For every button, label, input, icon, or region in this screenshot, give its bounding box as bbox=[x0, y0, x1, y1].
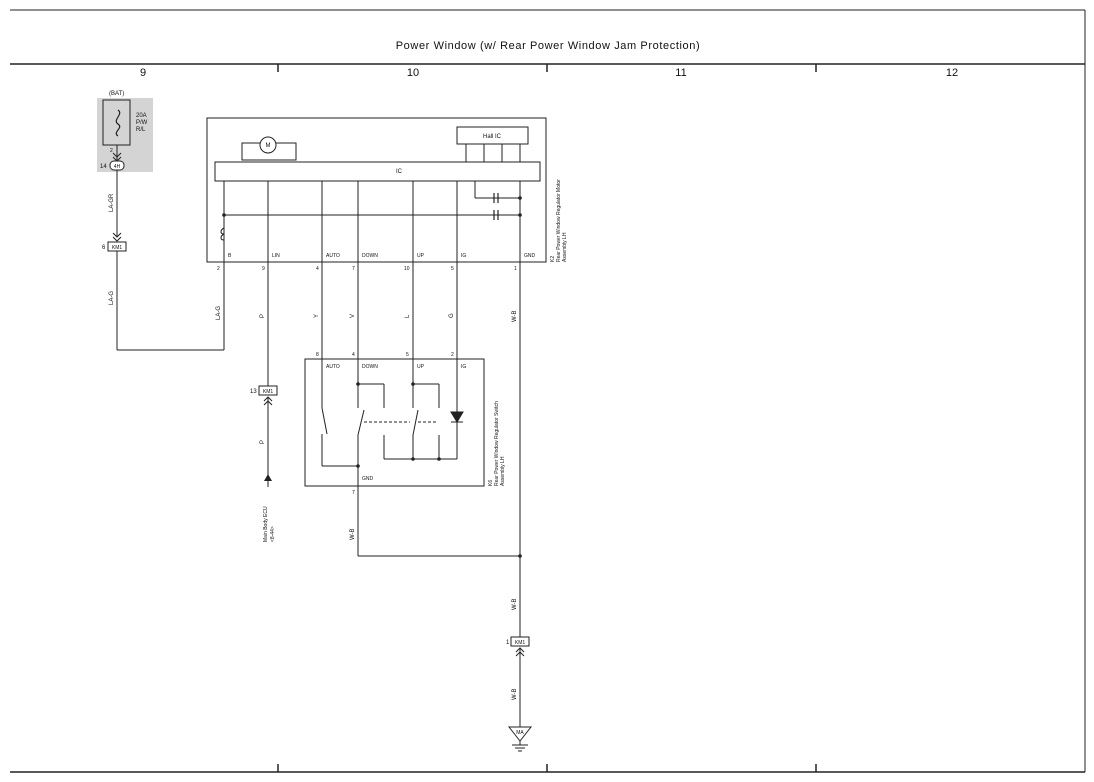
motor-pin-number: 5 bbox=[451, 266, 454, 272]
km1-pin: 1 bbox=[506, 640, 510, 646]
wire-color: W-B bbox=[350, 528, 356, 540]
battery-feed-wire: KM1 6 LA-GR LA-G LA-G bbox=[102, 170, 225, 351]
motor-pin-number: 1 bbox=[514, 266, 517, 272]
switch-name: Assembly LH bbox=[500, 456, 506, 486]
motor-name: Rear Power Window Regulator Motor bbox=[556, 179, 562, 262]
motor-pin-label: GND bbox=[524, 253, 536, 259]
motor-pin-number: 10 bbox=[404, 266, 410, 272]
fuse-name: P/W bbox=[136, 120, 148, 126]
hall-ic-label: Hall IC bbox=[483, 134, 502, 140]
km1-id: KM1 bbox=[515, 640, 526, 646]
motor-pin-number: 9 bbox=[262, 266, 265, 272]
ecu-ref: <8-44> bbox=[270, 526, 276, 542]
switch-id: K6 bbox=[488, 480, 494, 486]
column-number: 10 bbox=[407, 67, 419, 79]
km1-pin: 13 bbox=[250, 389, 257, 395]
km1-id: KM1 bbox=[263, 389, 274, 395]
fuse-connector-pin: 14 bbox=[100, 164, 107, 170]
motor-pin-label: IG bbox=[461, 253, 466, 259]
motor-pin-number: 4 bbox=[316, 266, 319, 272]
fuse-icon bbox=[115, 109, 121, 137]
motor-name: Assembly LH bbox=[562, 232, 568, 262]
wire-color: G bbox=[449, 313, 455, 318]
page-title: Power Window (w/ Rear Power Window Jam P… bbox=[396, 40, 700, 52]
signal-wires: P Y V L G W-B bbox=[260, 262, 521, 637]
switch-contact-icon bbox=[321, 407, 328, 435]
fuse-pin: 2 bbox=[110, 148, 113, 154]
wire-color: V bbox=[350, 314, 356, 318]
coil-icon bbox=[220, 227, 225, 241]
switch-gnd-number: 7 bbox=[352, 490, 355, 496]
diode-icon bbox=[450, 411, 464, 423]
wire-color: W-B bbox=[512, 598, 518, 610]
switch-pin-label: UP bbox=[417, 364, 425, 370]
switch-pin-label: DOWN bbox=[362, 364, 378, 370]
wire-color: L bbox=[405, 314, 411, 318]
wire-color: LA-G bbox=[109, 291, 115, 305]
fuse-source: (BAT) bbox=[109, 91, 124, 97]
motor-symbol: M bbox=[266, 143, 271, 149]
fuse-connector-id: 4H bbox=[114, 164, 121, 170]
motor-id: K2 bbox=[550, 256, 556, 262]
switch-name: Rear Power Window Regulator Switch bbox=[494, 401, 500, 486]
wire-color: LA-G bbox=[216, 306, 222, 320]
motor-icon bbox=[259, 136, 277, 154]
fuse-name: R/L bbox=[136, 127, 146, 133]
switch-pin-number: 4 bbox=[352, 352, 355, 358]
switch-pin-number: 2 bbox=[451, 352, 454, 358]
wire-color: Y bbox=[314, 314, 320, 318]
ecu-name: Main Body ECU bbox=[263, 506, 269, 542]
motor-pin-label: UP bbox=[417, 253, 425, 259]
lin-wire-to-ecu: KM1 13 P Main Body ECU <8-44> bbox=[250, 385, 278, 542]
capacitor-icon bbox=[493, 193, 499, 203]
switch-pin-label: AUTO bbox=[326, 364, 340, 370]
motor-pin-label: DOWN bbox=[362, 253, 378, 259]
motor-pin-number: 2 bbox=[217, 266, 220, 272]
ground-icon bbox=[507, 726, 533, 742]
capacitor-icon bbox=[493, 210, 499, 220]
column-number: 11 bbox=[675, 67, 686, 79]
column-number: 9 bbox=[140, 67, 146, 79]
arrow-up-icon bbox=[264, 474, 272, 481]
motor-pin-label: AUTO bbox=[326, 253, 340, 259]
ground-point-label: MA bbox=[516, 730, 524, 736]
wire-color: P bbox=[260, 440, 266, 444]
motor-pin-label: LIN bbox=[272, 253, 280, 259]
km1-id: KM1 bbox=[112, 245, 123, 251]
km1-pin: 6 bbox=[102, 245, 106, 251]
switch-pin-number: 8 bbox=[316, 352, 319, 358]
frame bbox=[10, 9, 1086, 773]
ic-label: IC bbox=[396, 169, 403, 175]
wire-color: LA-GR bbox=[109, 193, 115, 212]
motor-assembly: M Hall IC IC K2 Rear Power Window Regula… bbox=[206, 117, 568, 272]
wire-color: W-B bbox=[512, 310, 518, 322]
connector-arrow-icon bbox=[112, 232, 122, 242]
wire-color: P bbox=[260, 314, 266, 318]
column-number: 12 bbox=[946, 67, 958, 79]
motor-pin-label: B bbox=[228, 253, 232, 259]
switch-gnd-label: GND bbox=[362, 476, 374, 482]
fuse-block: (BAT) 20A P/W R/L 2 4H 14 bbox=[97, 91, 153, 172]
wire-color: W-B bbox=[512, 688, 518, 700]
ground-wiring: W-B W-B KM1 1 W-B MA bbox=[350, 486, 533, 752]
switch-pin-number: 5 bbox=[406, 352, 409, 358]
switch-contact-icon bbox=[357, 409, 365, 436]
switch-contact-icon bbox=[412, 409, 419, 436]
fuse-rating: 20A bbox=[136, 113, 147, 119]
switch-assembly: 8 4 5 2 AUTO DOWN UP IG bbox=[304, 352, 506, 496]
motor-pin-number: 7 bbox=[352, 266, 355, 272]
switch-pin-label: IG bbox=[461, 364, 466, 370]
